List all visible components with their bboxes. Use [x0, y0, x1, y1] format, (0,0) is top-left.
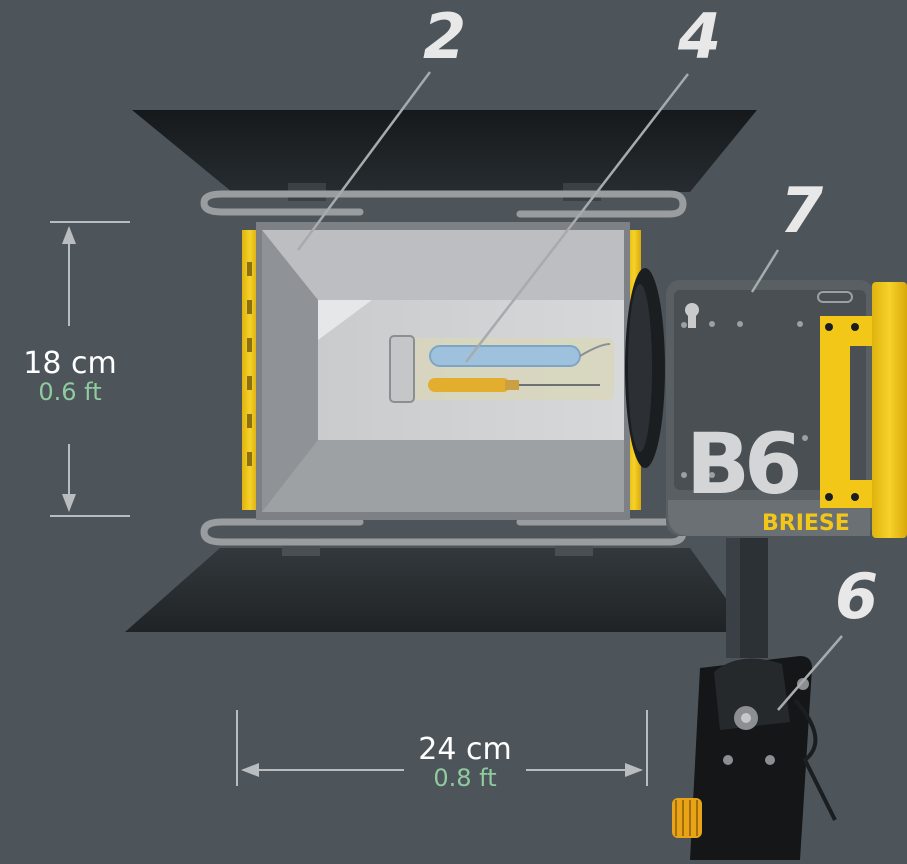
height-arrow-up — [62, 226, 76, 244]
callout-7: 7 — [780, 174, 824, 247]
leader-line-4 — [465, 73, 689, 363]
frame-rivets — [247, 262, 252, 466]
leader-line-6 — [777, 635, 843, 711]
callout-6: 6 — [835, 560, 879, 633]
width-imperial: 0.8 ft — [433, 764, 497, 793]
width-metric: 24 cm — [418, 732, 512, 767]
bottom-handle-rail — [200, 518, 687, 546]
left-yellow-frame — [242, 230, 258, 510]
leader-line-2 — [296, 71, 432, 251]
callout-4: 4 — [678, 0, 722, 73]
height-label: 18 cm 0.6 ft — [10, 346, 130, 407]
height-arrow-down — [62, 494, 76, 512]
bottom-barndoor — [125, 538, 750, 632]
logo-letters: B6 — [686, 415, 798, 513]
width-label: 24 cm 0.8 ft — [398, 732, 532, 793]
width-arrow-right — [625, 763, 643, 777]
yellow-handle — [820, 282, 907, 538]
top-barndoor — [132, 110, 757, 201]
leader-lines — [296, 71, 843, 711]
height-metric: 18 cm — [23, 346, 117, 381]
width-dimension — [236, 710, 648, 786]
leader-line-7 — [750, 249, 780, 293]
top-handle-rail — [200, 190, 687, 218]
stand-pole — [726, 538, 768, 658]
height-imperial: 0.6 ft — [38, 378, 102, 407]
mount-clamp — [672, 656, 837, 860]
height-dimension — [50, 221, 130, 517]
brand-name: BRIESE — [762, 511, 850, 536]
bulb-assembly — [389, 335, 614, 403]
callout-2: 2 — [423, 0, 467, 73]
width-arrow-left — [241, 763, 259, 777]
